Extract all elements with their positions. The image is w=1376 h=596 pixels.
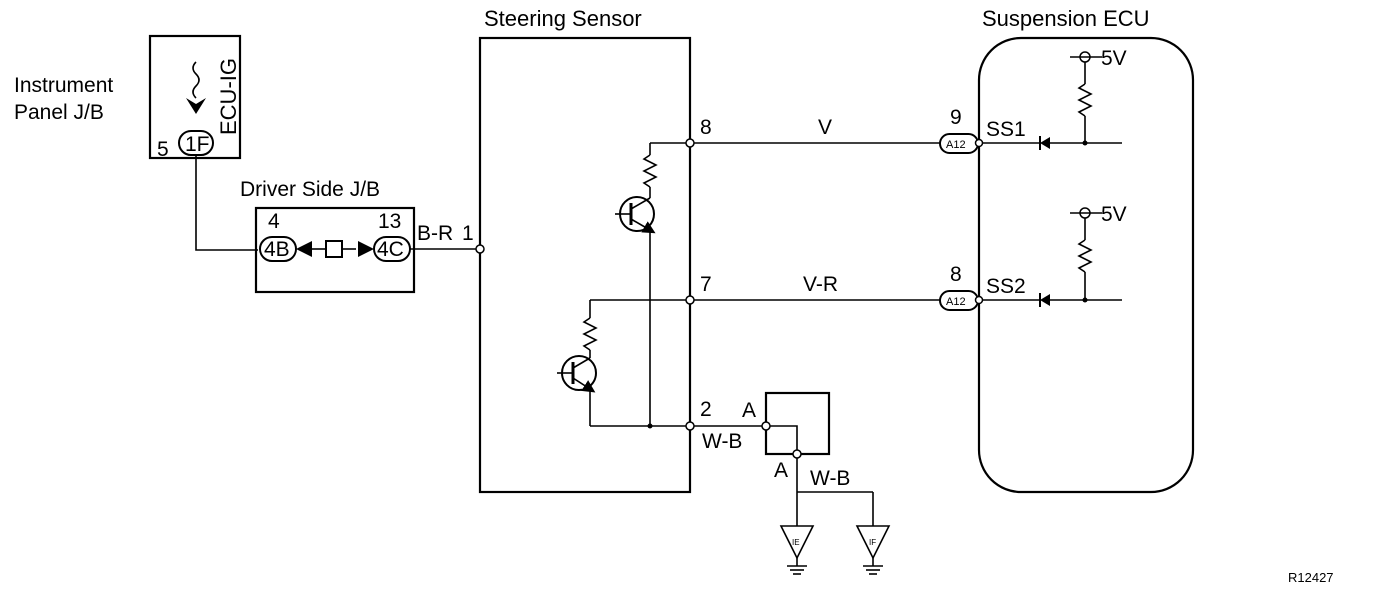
- driver-side-jb-label: Driver Side J/B: [240, 178, 380, 201]
- wire-ecu-ig: [195, 156, 258, 251]
- terminal-1: [475, 244, 485, 254]
- supply-5v-2-label: 5V: [1101, 203, 1127, 226]
- connector-1f: [178, 130, 214, 156]
- fuse-label: ECU-IG: [216, 58, 241, 135]
- resistor-icon-3: [1077, 83, 1093, 117]
- connector-a12-2-label: A12: [946, 296, 966, 308]
- transistor-2-emitter: [572, 377, 596, 393]
- terminal-2: [685, 421, 695, 431]
- connector-1f-label: 1F: [185, 133, 210, 156]
- transistor-collector: [630, 197, 651, 210]
- suspension-ecu-label: Suspension ECU: [982, 6, 1150, 31]
- wire-w-b-2-label: W-B: [810, 467, 850, 490]
- pin-8-ecu-label: 8: [950, 263, 962, 286]
- pin-8-label: 8: [700, 116, 712, 139]
- wire-w-b-label: W-B: [702, 430, 742, 453]
- ground-if-label: IF: [869, 538, 876, 547]
- fuse-icon: [192, 61, 200, 99]
- steering-sensor-label: Steering Sensor: [484, 6, 642, 31]
- ground-icon: [779, 525, 815, 560]
- wire-v-label: V: [818, 116, 832, 139]
- pin-13-label: 13: [378, 210, 401, 233]
- driver-side-jb-box: [254, 206, 416, 294]
- resistor-icon: [642, 154, 658, 188]
- supply-5v-1-label: 5V: [1101, 47, 1127, 70]
- instrument-panel-jb-box: [148, 34, 242, 160]
- ecu-terminal-1: [974, 138, 984, 148]
- pin-9-label: 9: [950, 106, 962, 129]
- ss2-label: SS2: [986, 275, 1026, 298]
- ground-if: IF: [855, 525, 891, 575]
- ground-icon-2: [855, 525, 891, 560]
- junction-terminal-bottom: [792, 449, 802, 459]
- wire-v-r-label: V-R: [803, 273, 838, 296]
- connector-4c-label: 4C: [377, 238, 404, 261]
- diode-icon: [1040, 137, 1050, 149]
- pin-4-label: 4: [268, 210, 280, 233]
- transistor-emitter: [630, 218, 656, 234]
- splice-dot: [647, 423, 653, 429]
- ss1-label: SS1: [986, 118, 1026, 141]
- connector-a12-1-label: A12: [946, 139, 966, 151]
- ground-ie: IE: [779, 525, 815, 575]
- suspension-ecu: Suspension ECU A12 9 SS1 5V A12 8 SS2: [939, 6, 1195, 494]
- instrument-panel-label-1: Instrument: [14, 74, 113, 97]
- pin-2-label: 2: [700, 398, 712, 421]
- reference-code: R12427: [1288, 570, 1334, 585]
- arrow-left-icon: [296, 241, 312, 257]
- resistor-icon-4: [1077, 239, 1093, 273]
- driver-side-jb: Driver Side J/B 4 13 4B 4C: [240, 178, 416, 294]
- fuse-arrow-icon: [186, 98, 206, 114]
- transistor-2-collector: [572, 357, 591, 369]
- pin-7-label: 7: [700, 273, 712, 296]
- junction-terminal-top: [761, 421, 771, 431]
- junction-a-bottom-label: A: [774, 459, 788, 482]
- pin-1-label: 1: [462, 222, 474, 245]
- terminal-7: [685, 295, 695, 305]
- junction-connector: W-B A A W-B: [694, 391, 874, 526]
- wire-b-r-label: B-R: [417, 222, 453, 245]
- connector-4b-label: 4B: [264, 238, 290, 261]
- instrument-panel-jb: Instrument Panel J/B ECU-IG 1F 5: [14, 34, 242, 161]
- arrow-right-icon: [358, 241, 374, 257]
- junction-block-icon: [325, 240, 343, 258]
- resistor-icon-2: [582, 317, 598, 351]
- junction-a-top-label: A: [742, 399, 756, 422]
- pin-5-label: 5: [157, 138, 169, 161]
- ecu-terminal-2: [974, 295, 984, 305]
- steering-sensor: Steering Sensor 1 8 7 2: [462, 6, 712, 494]
- terminal-8: [685, 138, 695, 148]
- junction-internal-wire: [770, 425, 798, 450]
- diode-icon-2: [1040, 294, 1050, 306]
- ground-ie-label: IE: [792, 538, 800, 547]
- suspension-ecu-box: [977, 36, 1195, 494]
- steering-sensor-box: [478, 36, 692, 494]
- instrument-panel-label-2: Panel J/B: [14, 101, 104, 124]
